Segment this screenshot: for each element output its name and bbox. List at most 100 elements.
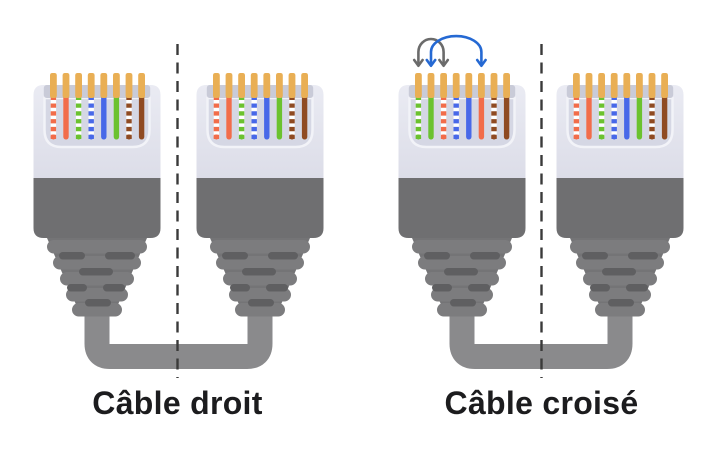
boot-slot: [59, 252, 85, 260]
arrowhead-down-icon: [425, 58, 437, 68]
connector-dark-section: [556, 178, 684, 238]
boot-ridge: [595, 303, 645, 317]
connector-pin: [490, 73, 498, 98]
wire-green: [636, 90, 643, 140]
connector-dark-section: [398, 178, 526, 238]
rj45-connector: [196, 73, 324, 317]
panel-straight-cable: [33, 44, 324, 378]
connector-pin: [87, 73, 95, 98]
boot-slot: [268, 252, 298, 260]
boot-slot: [248, 299, 274, 307]
boot-slot: [450, 299, 476, 307]
boot-slot: [432, 284, 452, 292]
boot-ridge: [437, 303, 487, 317]
wire-orange: [63, 90, 69, 140]
crossover-arrow: [425, 34, 487, 68]
boot-slot: [242, 268, 276, 276]
wire-orange: [478, 90, 485, 140]
connector-pin: [213, 73, 220, 98]
boot-slot: [79, 268, 113, 276]
boot-ridge: [570, 240, 670, 254]
crossover-arrow: [412, 37, 450, 68]
connector-pin: [50, 73, 57, 98]
boot-ridge: [223, 272, 297, 286]
boot-slot: [626, 284, 648, 292]
connector-pin: [125, 73, 133, 98]
connector-pin: [648, 73, 656, 98]
connector-pin: [276, 73, 283, 98]
wire-blue: [264, 90, 270, 140]
wire-green: [113, 90, 120, 140]
pin-band: [566, 85, 674, 98]
connector-dark-section: [196, 178, 324, 238]
patch-cable: [84, 308, 273, 369]
pin-band: [43, 85, 151, 98]
boot-ridge: [60, 272, 134, 286]
connector-pin: [138, 73, 145, 98]
wire-blue: [101, 90, 107, 140]
boot-slot: [424, 252, 450, 260]
boot-ridge: [210, 240, 310, 254]
connector-pin: [288, 73, 296, 98]
pin-band: [408, 85, 516, 98]
boot-slot: [230, 284, 250, 292]
crossover-arrow-arc: [429, 34, 483, 65]
connector-pin: [573, 73, 580, 98]
crossover-arrow-arc: [417, 37, 445, 65]
cable-label-straight: Câble droit: [92, 385, 262, 421]
connector-pin: [610, 73, 618, 98]
arrowhead-down-icon: [412, 58, 424, 68]
boot-slot: [103, 284, 125, 292]
rj45-connector: [398, 73, 526, 317]
boot-ridge: [583, 272, 657, 286]
arrowhead-down-icon: [475, 58, 487, 68]
boot-slot: [266, 284, 288, 292]
boot-slot: [590, 284, 610, 292]
boot-slot: [444, 268, 478, 276]
boot-slot: [468, 284, 490, 292]
boot-slot: [582, 252, 608, 260]
connector-pin: [250, 73, 258, 98]
connector-pin: [225, 73, 233, 98]
connector-pin: [100, 73, 108, 98]
connector-pin: [598, 73, 605, 98]
connector-pin: [623, 73, 631, 98]
boot-slot: [67, 284, 87, 292]
boot-slot: [105, 252, 135, 260]
rj45-connector: [33, 73, 161, 317]
wire-orange: [586, 90, 592, 140]
boot-ridge: [235, 303, 285, 317]
wire-recess: [566, 96, 674, 149]
connector-pin: [465, 73, 473, 98]
connector-pin: [238, 73, 245, 98]
wire-recess: [43, 96, 151, 149]
boot-ridge: [412, 240, 512, 254]
cable-label-crossover: Câble croisé: [445, 385, 639, 421]
connector-pin: [301, 73, 308, 98]
wire-recess: [206, 96, 314, 149]
wire-orange: [226, 90, 232, 140]
connector-pin: [478, 73, 485, 98]
connector-pin: [263, 73, 271, 98]
rj45-connector: [556, 73, 684, 317]
wire-blue: [466, 90, 472, 140]
connector-pin: [415, 73, 422, 98]
boot-slot: [608, 299, 634, 307]
boot-slot: [470, 252, 500, 260]
boot-ridge: [425, 272, 499, 286]
connector-pin: [427, 73, 435, 98]
wire-blue: [624, 90, 630, 140]
connector-pin: [113, 73, 120, 98]
boot-slot: [222, 252, 248, 260]
wire-brown: [503, 90, 510, 140]
boot-slot: [602, 268, 636, 276]
connector-pin: [75, 73, 82, 98]
wire-green: [428, 90, 434, 140]
boot-slot: [85, 299, 111, 307]
boot-ridge: [47, 240, 147, 254]
panel-crossover-cable: [398, 34, 684, 378]
connector-pin: [503, 73, 510, 98]
wire-green: [276, 90, 283, 140]
